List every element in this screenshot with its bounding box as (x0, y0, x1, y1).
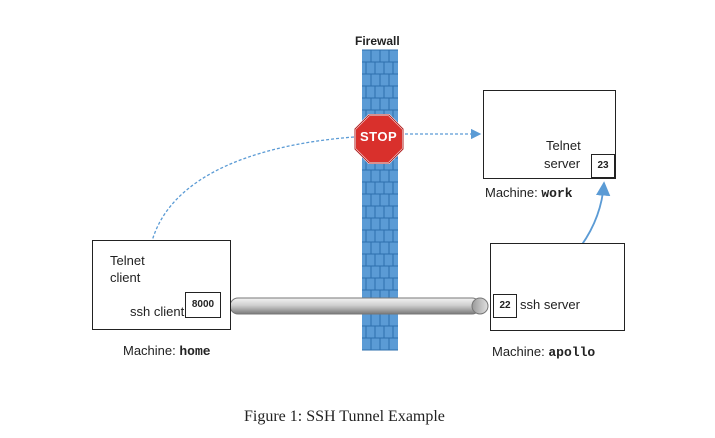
stop-sign-icon (354, 114, 404, 164)
port-8000: 8000 (185, 292, 221, 318)
machine-home-prefix: Machine: (123, 343, 180, 358)
telnet-client-label-line1: Telnet (110, 253, 145, 268)
figure-caption: Figure 1: SSH Tunnel Example (244, 408, 445, 425)
machine-apollo-caption: Machine: apollo (492, 344, 595, 360)
machine-work-caption: Machine: work (485, 185, 573, 201)
firewall-label: Firewall (355, 34, 400, 48)
machine-work-name: work (541, 186, 573, 201)
telnet-server-label-line1: Telnet (546, 138, 581, 153)
port-22: 22 (493, 294, 517, 318)
port-23: 23 (591, 154, 615, 178)
dashed-curve-client-to-firewall (147, 136, 355, 269)
machine-apollo-prefix: Machine: (492, 344, 549, 359)
machine-work-prefix: Machine: (485, 185, 542, 200)
telnet-server-label-line2: server (544, 156, 581, 171)
ssh-client-label: ssh client (130, 304, 185, 319)
machine-home-caption: Machine: home (123, 343, 211, 359)
machine-apollo-name: apollo (548, 345, 596, 360)
machine-home-name: home (179, 344, 211, 359)
telnet-client-label-line2: client (110, 270, 141, 285)
stop-sign-text: STOP (360, 129, 398, 144)
ssh-tunnel (229, 297, 489, 315)
ssh-server-label: ssh server (520, 297, 580, 312)
